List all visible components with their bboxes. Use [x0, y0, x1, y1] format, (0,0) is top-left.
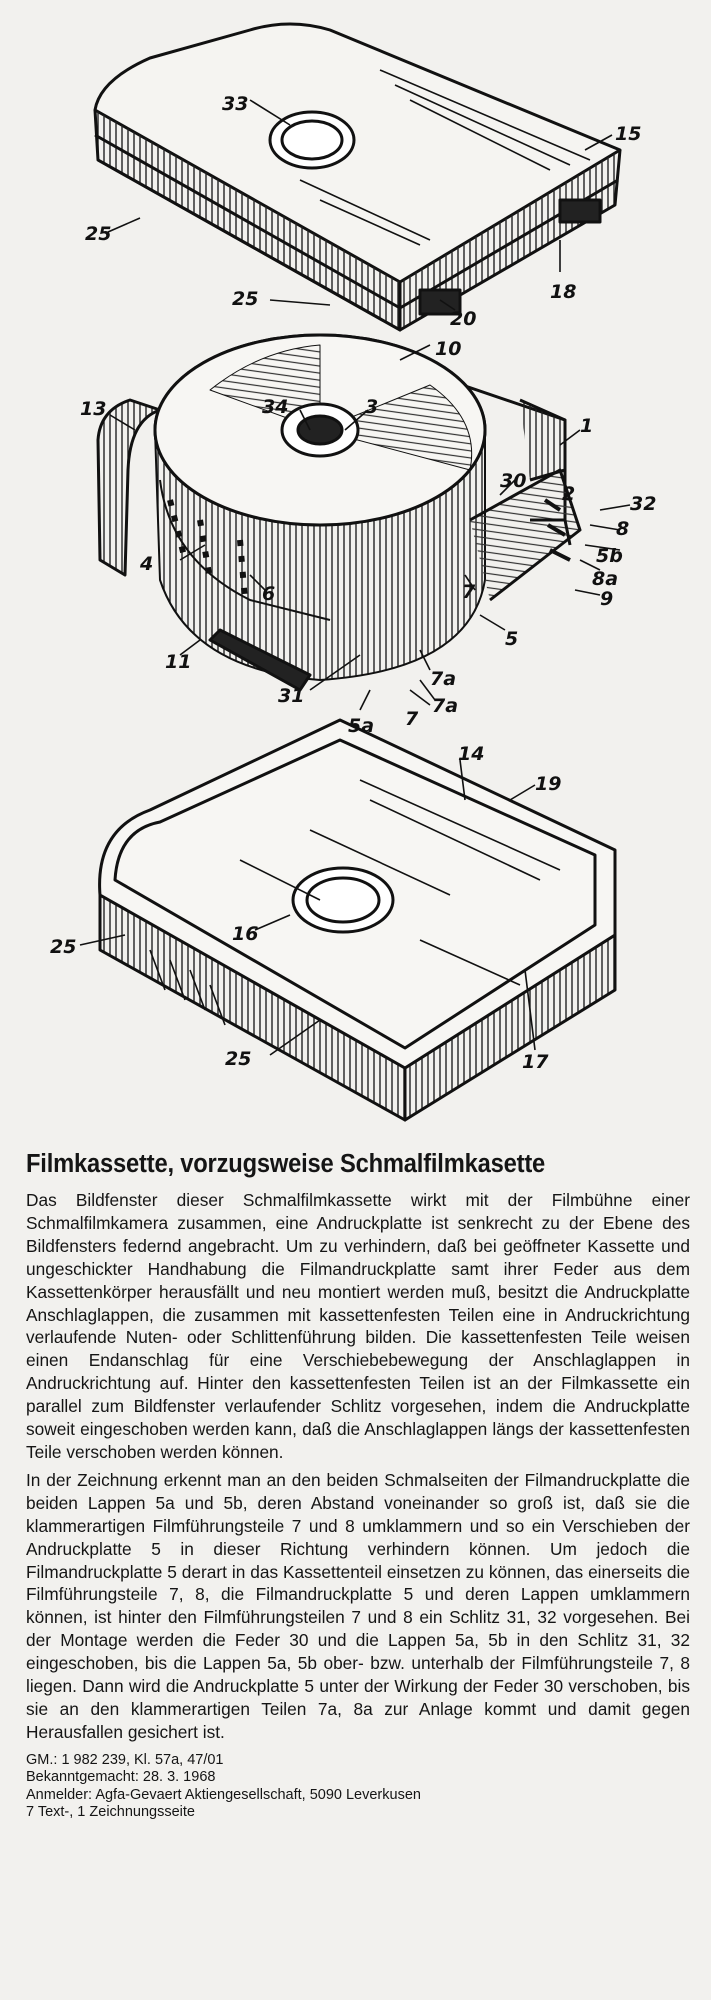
page-count: 7 Text-, 1 Zeichnungsseite	[26, 1804, 195, 1821]
patent-number: GM.: 1 982 239, Kl. 57a, 47/01	[26, 1751, 224, 1768]
label-25: 25	[225, 1048, 251, 1070]
applicant: Anmelder: Agfa-Gevaert Aktiengesellschaf…	[26, 1786, 421, 1803]
label-3: 3	[365, 396, 378, 418]
label-25: 25	[85, 223, 111, 245]
label-32: 32	[630, 493, 656, 515]
cassette-tray	[98, 718, 617, 1122]
label-20: 20	[450, 308, 476, 330]
label-18: 18	[550, 281, 576, 303]
label-8: 8	[616, 518, 629, 540]
label-34: 34	[262, 396, 288, 418]
label-33: 33	[222, 93, 248, 115]
article-paragraph-2: In der Zeichnung erkennt man an den beid…	[26, 1469, 690, 1742]
label-7a: 7a	[432, 695, 458, 717]
label-5b: 5b	[596, 545, 623, 567]
cassette-lid	[93, 22, 622, 332]
label-31: 31	[278, 685, 304, 707]
label-9: 9	[600, 588, 613, 610]
patent-drawing: 33 15 25 25 20 18 10 13 34 3 1 30 2 32 8…	[50, 22, 656, 1122]
label-13: 13	[80, 398, 106, 420]
article-paragraph-1: Das Bildfenster dieser Schmalfilmkassett…	[26, 1190, 690, 1462]
label-11: 11	[165, 651, 191, 673]
label-14: 14	[458, 743, 484, 765]
label-10: 10	[435, 338, 461, 360]
label-15: 15	[615, 123, 641, 145]
label-6: 6	[262, 583, 275, 605]
label-7: 7	[462, 581, 476, 603]
label-30: 30	[500, 470, 526, 492]
label-25: 25	[232, 288, 258, 310]
label-4: 4	[139, 553, 153, 575]
label-19: 19	[535, 773, 561, 795]
label-7a: 7a	[430, 668, 456, 690]
film-cassette-exploded-view: 33 15 25 25 20 18 10 13 34 3 1 30 2 32 8…	[50, 22, 656, 1122]
label-16: 16	[232, 923, 258, 945]
label-25: 25	[50, 936, 76, 958]
announcement-date: Bekanntgemacht: 28. 3. 1968	[26, 1769, 216, 1786]
label-2: 2	[562, 483, 575, 505]
label-8a: 8a	[592, 568, 618, 590]
label-5: 5	[505, 628, 518, 650]
article: Filmkassette, vorzugsweise Schmalfilmkas…	[26, 1150, 690, 1822]
label-5a: 5a	[348, 715, 374, 737]
label-1: 1	[580, 415, 593, 437]
leader-lines	[79, 99, 631, 1056]
label-7: 7	[405, 708, 419, 730]
cassette-core	[96, 333, 582, 692]
article-title: Filmkassette, vorzugsweise Schmalfilmkas…	[26, 1150, 546, 1178]
label-17: 17	[522, 1051, 549, 1073]
patent-metadata: GM.: 1 982 239, Kl. 57a, 47/01 Bekanntge…	[26, 1752, 690, 1822]
reference-numerals: 33 15 25 25 20 18 10 13 34 3 1 30 2 32 8…	[50, 93, 656, 1073]
